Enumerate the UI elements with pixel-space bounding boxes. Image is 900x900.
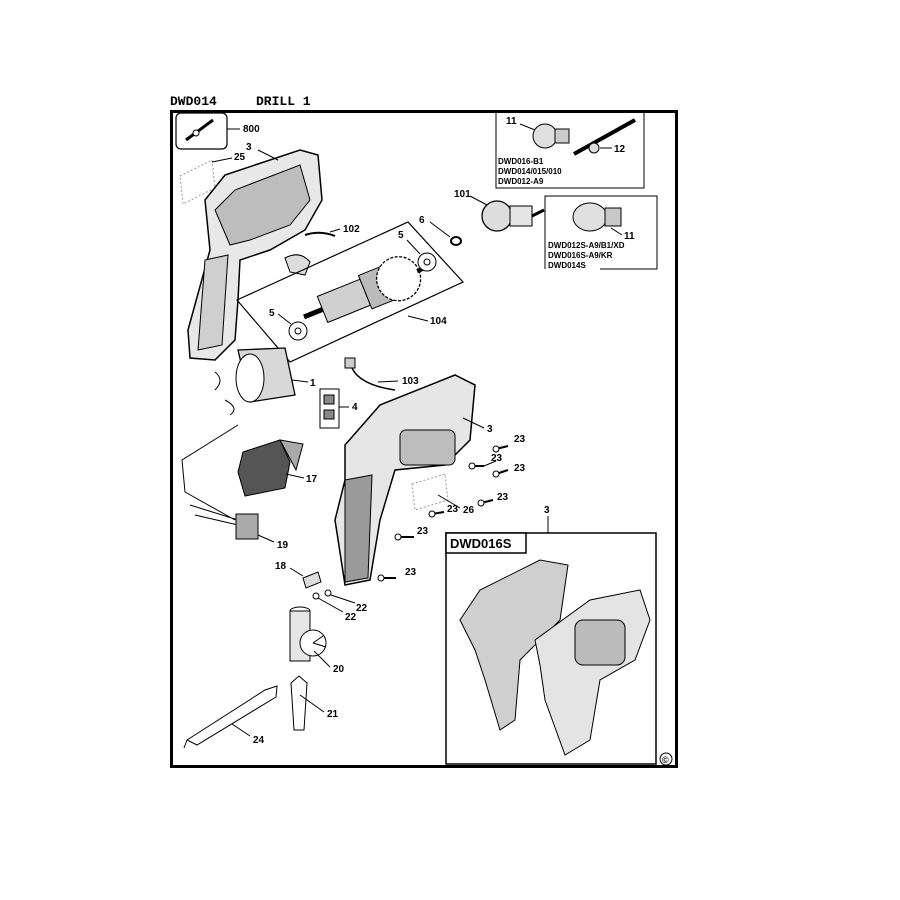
- part-5-bearing-right: 5: [398, 230, 437, 272]
- screw-23-g: 23: [377, 567, 417, 582]
- model-number: DWD014: [170, 94, 217, 109]
- label-101: 101: [454, 189, 471, 200]
- label-102: 102: [343, 224, 360, 235]
- label-26: 26: [463, 505, 475, 516]
- variant-keyless-1: DWD012S-A9/B1/XD: [548, 241, 625, 250]
- variant-keyless-3: DWD014S: [548, 261, 586, 270]
- part-5-bearing-left: 5: [269, 308, 308, 341]
- part-17-switch: 17: [237, 439, 318, 497]
- label-5-right: 5: [398, 230, 404, 241]
- part-103-leads: 103: [344, 357, 419, 391]
- keyed-chuck-variant-box: 11 12 DWD016-B1 DWD014/015/010 DWD012-A9: [495, 110, 645, 189]
- label-103: 103: [402, 376, 419, 387]
- part-104-armature-box: 5 5 104: [236, 221, 464, 363]
- label-18: 18: [275, 561, 287, 572]
- part-800-cable-box: 800: [175, 112, 260, 150]
- variant-keyed-1: DWD016-B1: [498, 157, 544, 166]
- screw-23-e: 23: [428, 504, 459, 518]
- screw-23-a: 23: [492, 434, 526, 453]
- screw-23-d: 23: [477, 492, 509, 507]
- label-3-inset: 3: [544, 505, 550, 516]
- inset-title: DWD016S: [450, 536, 512, 551]
- assembled-drill: 3: [334, 374, 493, 586]
- variant-keyless-2: DWD016S-A9/KR: [548, 251, 613, 260]
- part-6-washer: 6: [419, 215, 462, 246]
- part-21-grip: 21: [290, 675, 339, 731]
- label-23-a: 23: [514, 434, 526, 445]
- label-19: 19: [277, 540, 289, 551]
- label-6: 6: [419, 215, 425, 226]
- variant-keyed-3: DWD012-A9: [498, 177, 544, 186]
- label-4: 4: [352, 402, 358, 413]
- label-23-d: 23: [497, 492, 509, 503]
- label-3-mid: 3: [487, 424, 493, 435]
- part-1-field: 1: [214, 347, 316, 416]
- label-23-g: 23: [405, 567, 417, 578]
- dwd016s-inset: DWD016S 3: [445, 505, 657, 765]
- screw-23-c: 23: [492, 463, 526, 478]
- label-23-f: 23: [417, 526, 429, 537]
- copyright-mark: ©: [662, 755, 669, 765]
- label-3-top: 3: [246, 142, 252, 153]
- label-23-c: 23: [514, 463, 526, 474]
- label-21: 21: [327, 709, 339, 720]
- label-104: 104: [430, 316, 447, 327]
- part-26-nameplate: 26: [411, 473, 475, 516]
- label-22-b: 22: [345, 612, 357, 623]
- diagram-frame: [170, 110, 678, 768]
- screw-23-f: 23: [394, 526, 429, 541]
- label-25: 25: [234, 152, 246, 163]
- part-25-label: 25: [179, 152, 246, 205]
- label-11-keyless: 11: [624, 231, 635, 242]
- label-22-a: 22: [356, 603, 368, 614]
- part-20-side-handle: 20: [289, 606, 345, 675]
- screw-23-b: 23: [468, 453, 503, 470]
- label-12: 12: [614, 144, 626, 155]
- label-17: 17: [306, 474, 318, 485]
- keyless-chuck-variant-box: 11 DWD012S-A9/B1/XD DWD016S-A9/KR DWD014…: [544, 195, 658, 270]
- label-20: 20: [333, 664, 345, 675]
- variant-keyed-2: DWD014/015/010: [498, 167, 562, 176]
- label-23-b: 23: [491, 453, 503, 464]
- part-101-gear: 101: [454, 189, 545, 232]
- label-5-left: 5: [269, 308, 275, 319]
- part-18-clip: 18: [275, 561, 322, 589]
- label-24: 24: [253, 735, 265, 746]
- part-24-depth-rod: 24: [183, 685, 278, 749]
- part-4-brushes: 4: [319, 388, 358, 429]
- part-3-housing-half: 3: [187, 142, 323, 361]
- label-11-keyed: 11: [506, 116, 517, 127]
- label-23-e: 23: [447, 504, 459, 515]
- diagram-title: DRILL 1: [256, 94, 311, 109]
- label-800: 800: [243, 124, 260, 135]
- part-19-cord: 19: [181, 424, 289, 551]
- label-1: 1: [310, 378, 316, 389]
- part-22-screws: 22 22: [312, 589, 368, 623]
